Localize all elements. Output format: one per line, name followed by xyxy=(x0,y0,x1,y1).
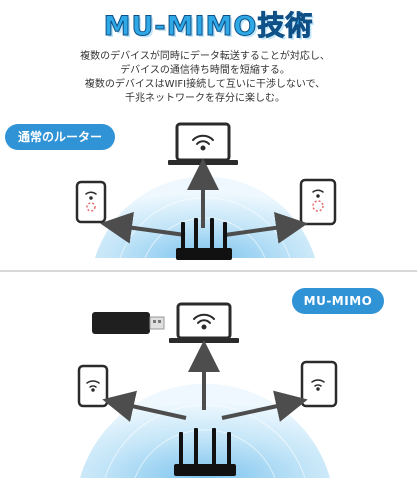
wifi-icon xyxy=(85,191,97,200)
description: 複数のデバイスが同時にデータ転送することが対応し、 デバイスの通信待ち時間を短縮… xyxy=(40,50,370,106)
phone-icon xyxy=(75,180,107,224)
description-line: 複数のデバイスはWIFI接続して互いに干渉しないで、 xyxy=(84,79,326,90)
laptop-icon xyxy=(169,302,239,343)
wifi-icon xyxy=(311,379,325,391)
mu-mimo-label: MU-MIMO xyxy=(292,288,384,314)
wifi-icon xyxy=(86,380,100,392)
data-flow-arrows xyxy=(102,340,308,422)
description-line: 千兆ネットワークを存分に楽しむ。 xyxy=(125,93,285,104)
router-icon xyxy=(176,218,232,260)
normal-router-label: 通常のルーター xyxy=(5,124,115,150)
tablet-icon xyxy=(300,360,338,408)
description-line: デバイスの通信待ち時間を短縮する。 xyxy=(120,65,290,76)
description-line: 複数のデバイスが同時にデータ転送することが対応し、 xyxy=(80,51,330,62)
page-title: MU-MIMO技術 xyxy=(103,11,314,43)
wifi-icon xyxy=(312,189,324,198)
normal-router-diagram xyxy=(75,122,337,260)
usb-adapter-icon xyxy=(92,312,165,334)
wifi-icon xyxy=(193,313,215,330)
loading-icon xyxy=(86,202,96,212)
wifi-icon xyxy=(192,134,214,151)
phone-icon xyxy=(77,364,109,408)
data-flow-arrows xyxy=(100,158,308,244)
laptop-icon xyxy=(168,122,238,165)
router-icon xyxy=(174,428,236,476)
mu-mimo-diagram xyxy=(77,302,338,479)
loading-icon xyxy=(312,200,324,212)
tablet-icon xyxy=(299,178,337,226)
section-divider xyxy=(0,270,417,272)
